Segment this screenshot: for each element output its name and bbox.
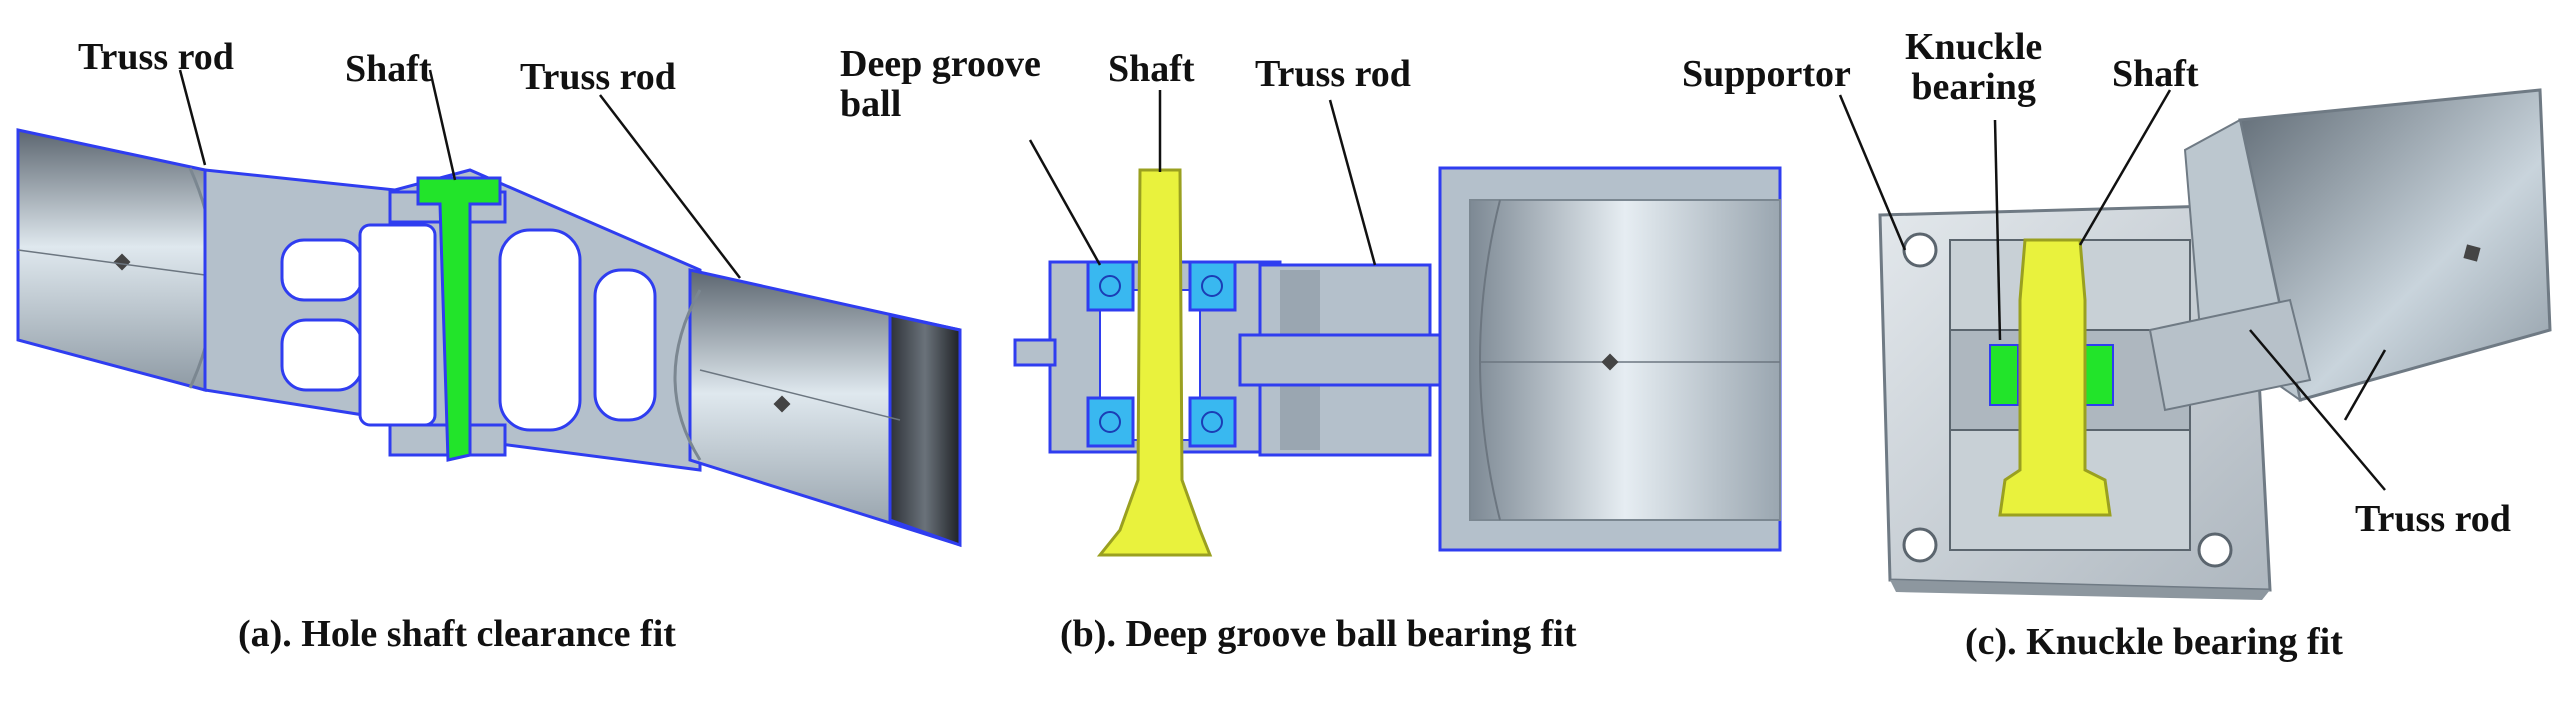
panel-b-drawing [1013,90,1782,557]
label-shaft-c: Shaft [2112,53,2199,95]
label-deep-groove-ball: Deep groove ball [840,43,1041,125]
label-deep-groove-line1: Deep groove [840,43,1041,85]
shaft-green [416,176,502,462]
label-truss-rod-b: Truss rod [1255,53,1411,95]
label-truss-rod-a-right: Truss rod [520,56,676,98]
label-truss-rod-a-left: Truss rod [78,36,234,78]
panel-a-drawing [16,69,962,548]
shaft-yellow-c [1998,238,2112,517]
truss-rod-left-tube [16,128,207,392]
label-knuckle-line1: Knuckle [1905,26,2043,68]
caption-b: (b). Deep groove ball bearing fit [1060,613,1577,655]
caption-a: (a). Hole shaft clearance fit [238,613,676,655]
caption-c: (c). Knuckle bearing fit [1965,621,2343,663]
panel-c-drawing [1838,88,2552,600]
deep-groove-ball-bearings [1086,260,1237,448]
label-shaft-a: Shaft [345,48,432,90]
shaft-yellow [1096,168,1213,557]
label-knuckle-bearing: Knuckle bearing [1905,26,2043,108]
label-truss-rod-c: Truss rod [2355,498,2511,540]
label-supportor: Supportor [1682,53,1851,95]
knuckle-bearing-left [1989,344,2019,406]
label-deep-groove-line2: ball [840,82,902,125]
label-shaft-b: Shaft [1108,48,1195,90]
label-knuckle-line2: bearing [1911,65,2036,108]
knuckle-bearing-right [2084,344,2114,406]
